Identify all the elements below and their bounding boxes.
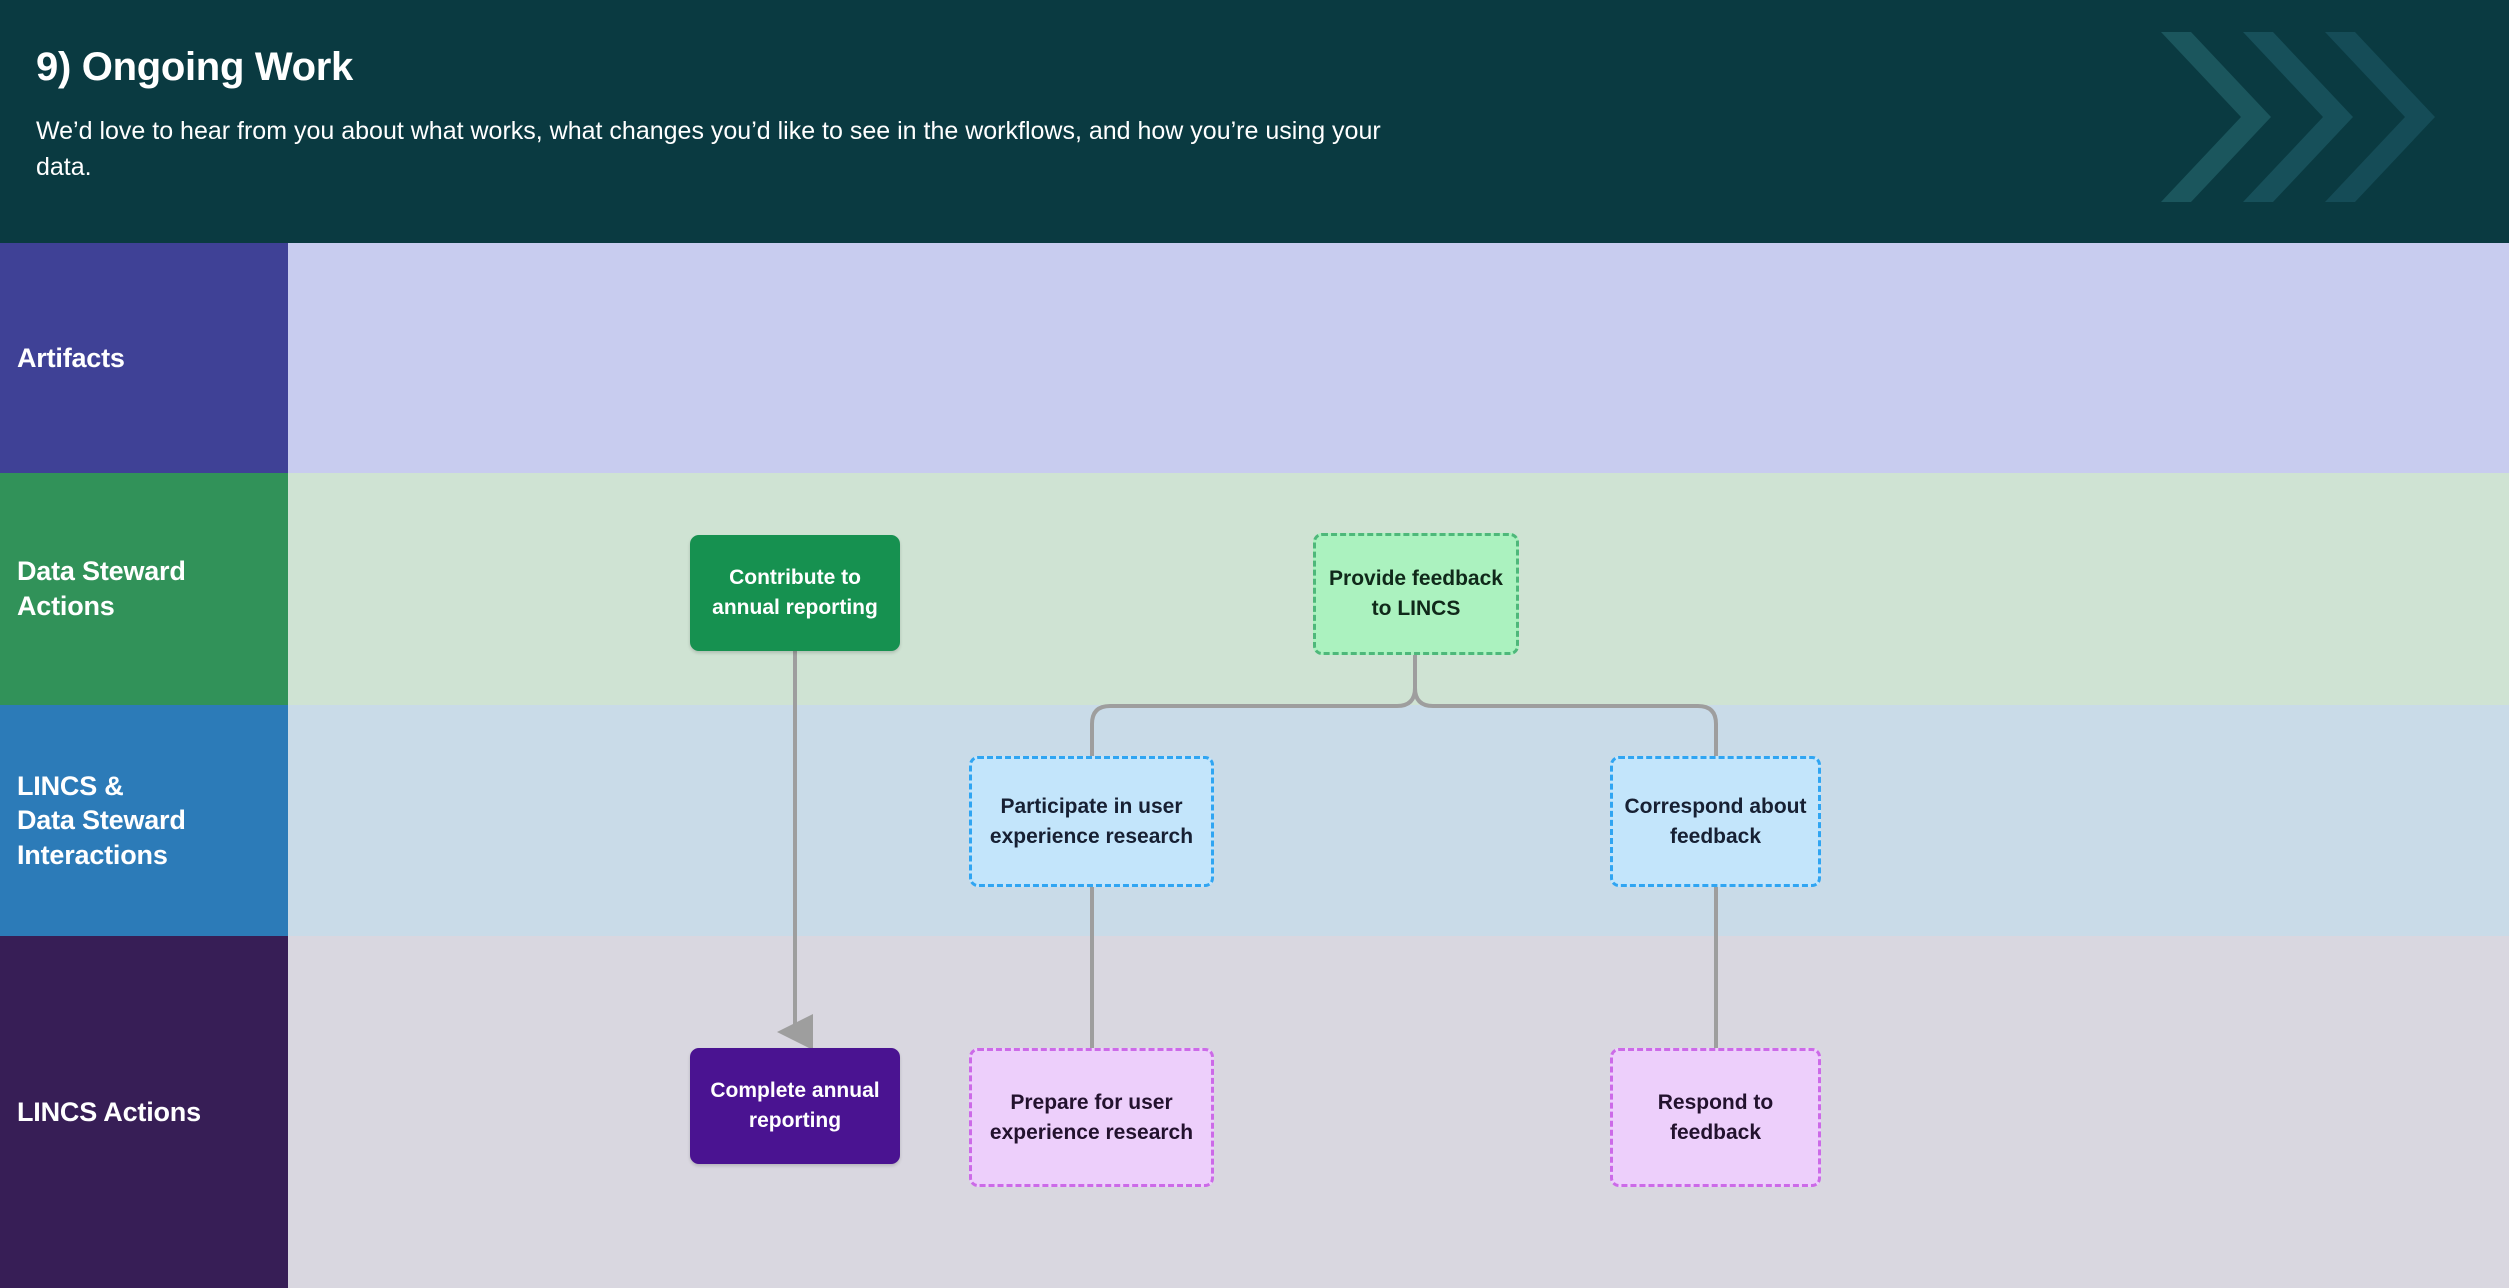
node-label: Participate in user experience research <box>989 794 1194 848</box>
lane-label-line-2: Data Steward <box>17 805 186 836</box>
page-header: 9) Ongoing Work We’d love to hear from y… <box>0 0 2509 243</box>
lane-artifacts: Artifacts <box>0 243 2509 473</box>
lane-body-lincs-data-steward-interactions <box>288 705 2509 936</box>
double-chevron-right-icon <box>2161 32 2435 202</box>
node-participate-user-experience-research[interactable]: Participate in user experience research <box>969 756 1214 887</box>
node-correspond-about-feedback[interactable]: Correspond about feedback <box>1610 756 1821 887</box>
lane-data-steward-actions: Data Steward Actions <box>0 473 2509 705</box>
lane-body-artifacts <box>288 243 2509 473</box>
node-label: Complete annual reporting <box>710 1079 880 1132</box>
lane-label-line-3: Interactions <box>17 839 168 870</box>
lane-lincs-actions: LINCS Actions <box>0 936 2509 1288</box>
node-prepare-user-experience-research[interactable]: Prepare for user experience research <box>969 1048 1214 1187</box>
lane-label-data-steward-actions: Data Steward Actions <box>0 473 288 705</box>
lane-label-lincs-data-steward-interactions: LINCS & Data Steward Interactions <box>0 705 288 936</box>
node-label: Contribute to annual reporting <box>712 566 878 619</box>
node-label: Correspond about feedback <box>1624 794 1807 848</box>
lane-label-lincs-actions-text: LINCS Actions <box>17 1096 201 1127</box>
lane-label-lincs-actions: LINCS Actions <box>0 936 288 1288</box>
lane-body-lincs-actions <box>288 936 2509 1288</box>
page-subtitle: We’d love to hear from you about what wo… <box>36 117 1381 181</box>
lane-label-data-steward-actions-text: Data Steward Actions <box>17 556 186 621</box>
node-complete-annual-reporting[interactable]: Complete annual reporting <box>690 1048 900 1164</box>
lane-label-artifacts-text: Artifacts <box>17 342 125 373</box>
lane-lincs-data-steward-interactions: LINCS & Data Steward Interactions <box>0 705 2509 936</box>
page-title: 9) Ongoing Work <box>36 45 353 89</box>
node-label: Prepare for user experience research <box>989 1090 1194 1144</box>
node-label: Respond to feedback <box>1657 1090 1774 1144</box>
node-provide-feedback-to-lincs[interactable]: Provide feedback to LINCS <box>1313 533 1519 655</box>
node-contribute-annual-reporting[interactable]: Contribute to annual reporting <box>690 535 900 651</box>
lane-label-artifacts: Artifacts <box>0 243 288 473</box>
lane-label-lincs-interactions-text: LINCS & Data Steward Interactions <box>17 769 186 873</box>
node-label: Provide feedback to LINCS <box>1329 567 1503 620</box>
node-respond-to-feedback[interactable]: Respond to feedback <box>1610 1048 1821 1187</box>
lane-label-line-1: LINCS & <box>17 770 124 801</box>
